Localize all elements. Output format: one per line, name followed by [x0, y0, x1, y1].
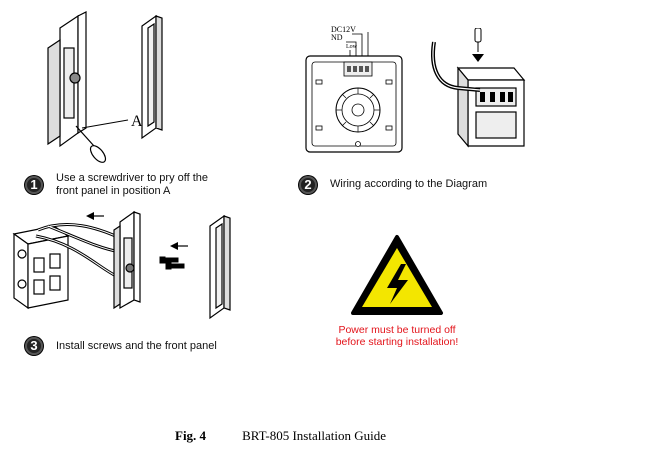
l-terminal-label: Low [346, 44, 358, 50]
figure-number: Fig. 4 [175, 428, 207, 443]
position-a-label: A [131, 113, 143, 130]
step1-number-badge: 1 [25, 176, 43, 194]
step2-terminal-illustration [431, 28, 526, 148]
step2-number-badge: 2 [299, 176, 317, 194]
step3-instruction: Install screws and the front panel [56, 340, 217, 352]
step1-line2: front panel in position A [56, 185, 171, 197]
high-voltage-warning-icon [351, 235, 443, 315]
warning-line1: Power must be turned off [338, 324, 456, 336]
step3-illustration [12, 210, 231, 320]
figure-title: BRT-805 Installation Guide [242, 428, 386, 443]
step1-line1: Use a screwdriver to pry off the [56, 172, 209, 184]
step1-instruction: Use a screwdriver to pry off the front p… [56, 172, 208, 198]
nd-label: ND [331, 33, 343, 42]
figure-caption: Fig. 4 BRT-805 Installation Guide [175, 428, 386, 444]
step1-illustration: A [47, 11, 163, 163]
step3-number-badge: 3 [25, 337, 43, 355]
step2-instruction: Wiring according to the Diagram [330, 178, 488, 190]
dc12v-label: DC12V [331, 25, 356, 34]
step2-wiring-diagram: DC12V ND Low [305, 25, 403, 153]
warning-line2: before starting installation! [335, 336, 459, 348]
power-warning-message: Power must be turned off before starting… [312, 324, 482, 348]
